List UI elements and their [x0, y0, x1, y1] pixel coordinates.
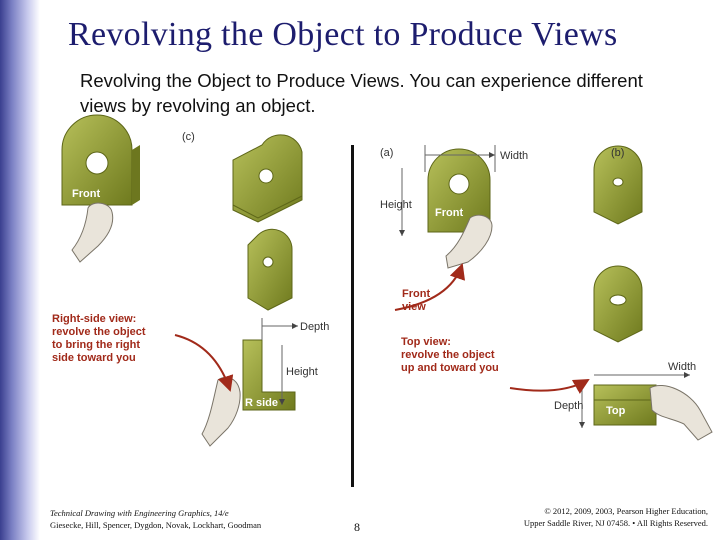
top-view-caption: Top view: revolve the object up and towa…: [401, 336, 499, 374]
object-front-a: [427, 148, 491, 233]
width-label-a: Width: [500, 150, 529, 162]
panel-b-label: (b): [611, 147, 625, 159]
right-side-caption: Right-side view: revolve the object to b…: [52, 313, 146, 364]
object-front-c: [61, 114, 140, 206]
depth-label-c: Depth: [300, 321, 330, 333]
footer-book-info: Technical Drawing with Engineering Graph…: [50, 507, 261, 531]
height-label-c: Height: [286, 366, 318, 378]
width-label-b: Width: [668, 361, 697, 373]
footer-book-title: Technical Drawing with Engineering Graph…: [50, 508, 229, 518]
r-side-label: R side: [245, 397, 279, 409]
top-label-b: Top: [606, 405, 626, 417]
vertical-divider: [351, 145, 354, 487]
front-view-caption: Front view: [402, 288, 431, 313]
copyright-line-1: © 2012, 2009, 2003, Pearson Higher Educa…: [544, 506, 708, 516]
hand-a1: [445, 214, 493, 269]
left-accent-bar: [0, 0, 40, 540]
hand-c2: [201, 376, 241, 447]
hand-c1: [71, 202, 114, 263]
object-top-view: [593, 384, 657, 426]
footer-authors: Giesecke, Hill, Spencer, Dygdon, Novak, …: [50, 520, 262, 530]
height-label-a: Height: [380, 199, 412, 211]
copyright-line-2: Upper Saddle River, NJ 07458. • All Righ…: [523, 518, 708, 528]
panel-a-label: (a): [380, 147, 394, 159]
panel-c-label: (c): [182, 131, 195, 143]
slide-title: Revolving the Object to Produce Views: [68, 16, 618, 53]
object-iso-c2: [247, 228, 293, 311]
page-number: 8: [354, 520, 360, 534]
depth-label-b: Depth: [554, 400, 584, 412]
front-label-a: Front: [435, 207, 464, 219]
front-label-c: Front: [72, 188, 101, 200]
object-iso-c1: [232, 134, 303, 223]
footer-copyright: © 2012, 2009, 2003, Pearson Higher Educa…: [524, 505, 708, 529]
hand-b: [649, 384, 713, 441]
object-iso-b2: [593, 265, 643, 343]
slide-body-text: Revolving the Object to Produce Views. Y…: [80, 70, 643, 116]
object-iso-b1: [593, 145, 643, 225]
